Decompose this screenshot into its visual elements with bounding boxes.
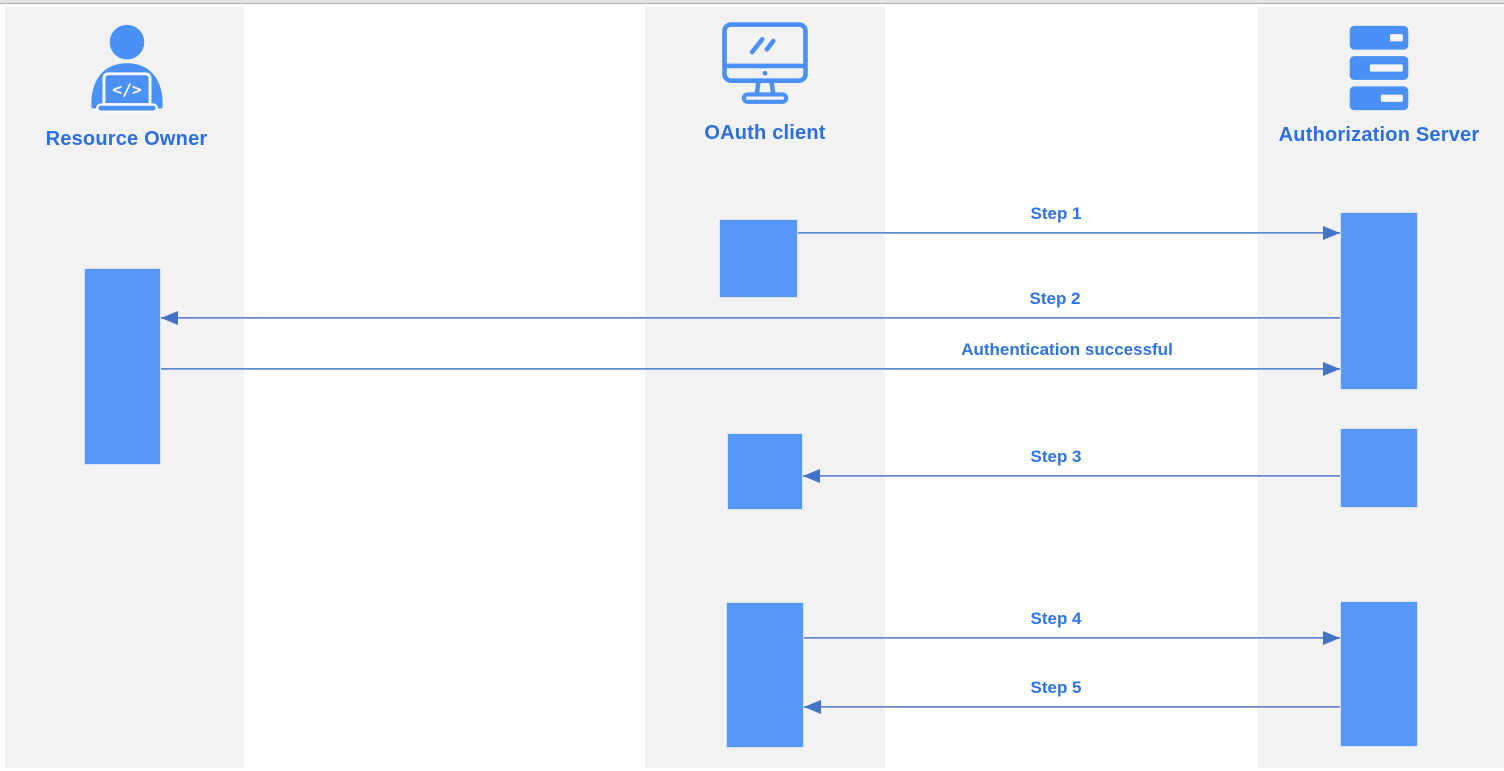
actor-label-oauth-client: OAuth client [704, 122, 826, 144]
activation-box-authorization-server-2 [1340, 428, 1418, 508]
window-top-border [0, 0, 1504, 4]
activation-box-oauth-client-1 [719, 219, 798, 298]
actor-oauth-client: OAuth client [665, 20, 865, 145]
server-stack-icon [1345, 24, 1413, 112]
arrow-line [803, 475, 1340, 477]
message-arrow-authentication-successful: Authentication successful [161, 340, 1340, 376]
actor-label-resource-owner: Resource Owner [45, 128, 208, 150]
arrow-line [161, 317, 1340, 319]
activation-box-authorization-server-1 [1340, 212, 1418, 390]
arrowhead-right-icon [1323, 226, 1340, 240]
message-arrow-step-5: Step 5 [804, 678, 1340, 714]
person-laptop-icon: </> [79, 22, 175, 116]
message-label-step-2: Step 2 [1029, 289, 1081, 308]
activation-box-resource-owner [84, 268, 161, 465]
message-arrow-step-2: Step 2 [161, 289, 1340, 325]
actor-authorization-server: Authorization Server [1279, 24, 1479, 147]
arrowhead-left-icon [161, 311, 178, 325]
message-label-step-3: Step 3 [1030, 447, 1082, 466]
activation-box-oauth-client-2 [727, 433, 803, 510]
arrowhead-right-icon [1323, 362, 1340, 376]
message-label-authentication-successful: Authentication successful [961, 340, 1173, 359]
arrow-line [804, 637, 1340, 639]
arrow-line [804, 706, 1340, 708]
svg-text:</>: </> [112, 80, 142, 99]
message-label-step-4: Step 4 [1030, 609, 1082, 628]
arrowhead-left-icon [804, 700, 821, 714]
arrow-line [798, 232, 1340, 234]
arrow-line [161, 368, 1340, 370]
actor-label-authorization-server: Authorization Server [1278, 124, 1480, 146]
arrowhead-left-icon [803, 469, 820, 483]
actor-resource-owner: </> Resource Owner [29, 22, 224, 151]
activation-box-authorization-server-3 [1340, 601, 1418, 747]
message-arrow-step-3: Step 3 [803, 447, 1340, 483]
message-label-step-5: Step 5 [1030, 678, 1082, 697]
monitor-icon [719, 20, 811, 110]
activation-box-oauth-client-3 [726, 602, 804, 748]
message-arrow-step-1: Step 1 [798, 204, 1340, 240]
message-arrow-step-4: Step 4 [804, 609, 1340, 645]
arrowhead-right-icon [1323, 631, 1340, 645]
message-label-step-1: Step 1 [1030, 204, 1082, 223]
